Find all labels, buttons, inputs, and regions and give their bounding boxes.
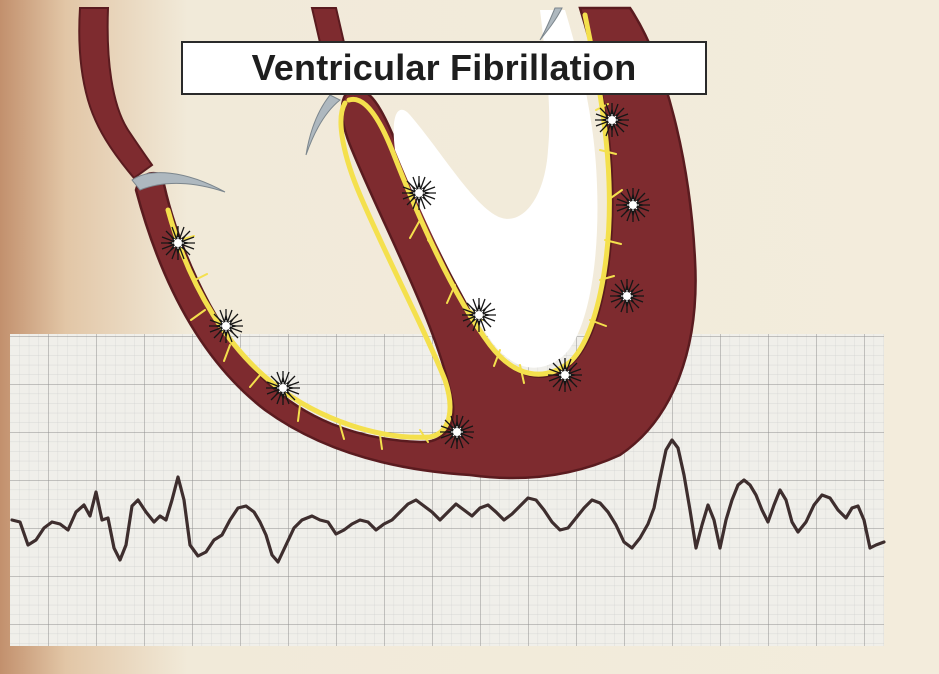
title-box: Ventricular Fibrillation bbox=[181, 41, 707, 95]
diagram-title: Ventricular Fibrillation bbox=[252, 47, 637, 89]
starburst-icon bbox=[161, 226, 195, 260]
starburst-icon bbox=[610, 279, 644, 313]
starburst-icon bbox=[595, 103, 629, 137]
starburst-icon bbox=[462, 298, 496, 332]
starburst-icon bbox=[548, 358, 582, 392]
starburst-icon bbox=[266, 371, 300, 405]
starburst-icon bbox=[440, 415, 474, 449]
starburst-icon bbox=[402, 176, 436, 210]
starburst-icon bbox=[209, 309, 243, 343]
starburst-icon bbox=[616, 188, 650, 222]
